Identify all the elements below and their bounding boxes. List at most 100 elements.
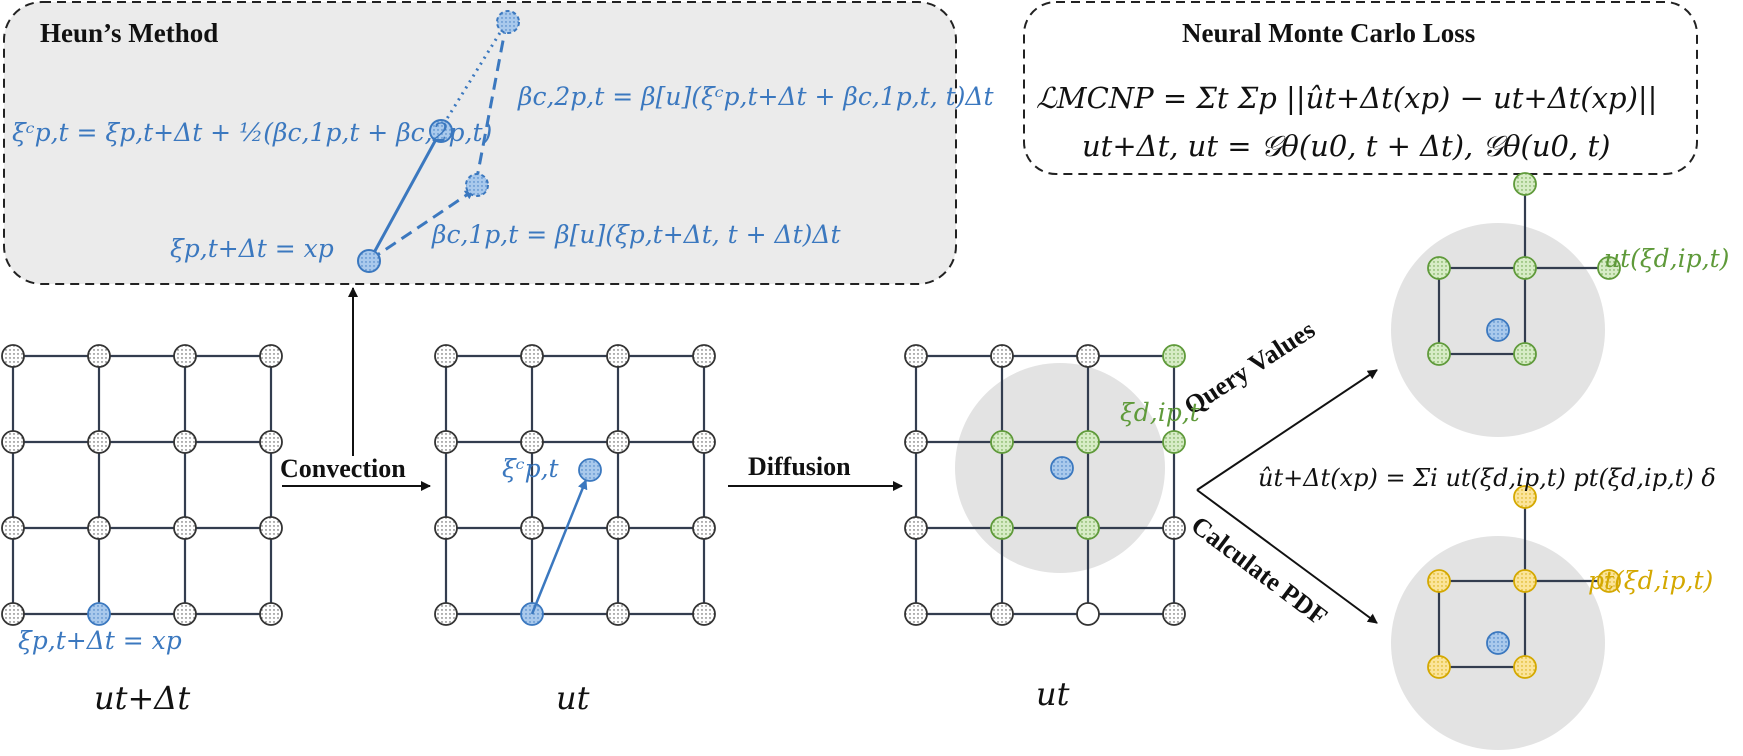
grid-node	[904, 344, 928, 368]
grid-node	[606, 430, 630, 454]
diffusion-label: Diffusion	[748, 452, 851, 481]
grid-node	[692, 430, 716, 454]
grid-node	[904, 430, 928, 454]
heun-panel	[3, 1, 957, 285]
grid-node	[520, 344, 544, 368]
grid1-point-label: ξp,t+Δt = xp	[18, 626, 182, 655]
center-point	[1486, 318, 1510, 342]
loss-panel	[1023, 1, 1698, 175]
pdf-stencil	[1427, 485, 1621, 679]
grid3-point-label: ξd,ip,t	[1120, 398, 1200, 427]
grid-node	[259, 602, 283, 626]
grid-2	[434, 344, 716, 626]
grid-node	[1076, 602, 1100, 626]
grid-node	[692, 602, 716, 626]
pdf-arrow	[1196, 489, 1378, 624]
grid-1	[1, 344, 283, 626]
grid-node	[87, 430, 111, 454]
query-arrow	[1196, 369, 1378, 491]
grid-node	[1076, 430, 1100, 454]
point-beta1	[465, 173, 489, 197]
grid1-field-label: ut+Δt	[94, 679, 191, 717]
heun-eq-xi-start: ξp,t+Δt = xp	[170, 234, 334, 263]
grid-node	[1162, 602, 1186, 626]
grid-3	[904, 344, 1186, 626]
stencil-node	[1513, 256, 1537, 280]
grid-node	[173, 602, 197, 626]
grid-node	[606, 602, 630, 626]
xi-c-point	[578, 458, 602, 482]
heun-eq-beta2: βc,2p,t = β[u](ξᶜp,t+Δt + βc,1p,t, t)Δt	[518, 82, 994, 111]
grid3-field-label: ut	[1036, 675, 1070, 713]
grid-node	[173, 344, 197, 368]
grid-node	[1, 430, 25, 454]
grid-node	[1162, 344, 1186, 368]
grid-node	[87, 516, 111, 540]
point-xi-c	[429, 119, 453, 143]
stencil-square	[1437, 579, 1527, 669]
sum-equation: ût+Δt(xp) = Σi ut(ξd,ip,t) pt(ξd,ip,t) δ	[1258, 464, 1716, 492]
convection-displacement	[530, 479, 588, 615]
loss-eq-2: ut+Δt, ut = 𝒢θ(u0, t + Δt), 𝒢θ(u0, t)	[1082, 129, 1611, 163]
stencil-node	[1513, 172, 1537, 196]
stencil-node	[1513, 485, 1537, 509]
grid-node	[434, 344, 458, 368]
grid-node	[606, 516, 630, 540]
grid-node	[520, 516, 544, 540]
grid-node	[1, 602, 25, 626]
center-point	[1486, 631, 1510, 655]
grid-node	[990, 602, 1014, 626]
grid2-point-label: ξᶜp,t	[502, 454, 559, 483]
convection-label: Convection	[280, 454, 406, 483]
grid-node	[434, 430, 458, 454]
grid-node	[259, 344, 283, 368]
grid-node	[1076, 516, 1100, 540]
grid-node	[173, 516, 197, 540]
grid-node	[87, 602, 111, 626]
grid-node	[692, 516, 716, 540]
grid-node	[520, 430, 544, 454]
stencil-node	[1427, 569, 1451, 593]
heun-eq-beta1: βc,1p,t = β[u](ξp,t+Δt, t + Δt)Δt	[432, 220, 841, 249]
grid-node	[1076, 344, 1100, 368]
grid-node	[692, 344, 716, 368]
pdf-output-label: pt(ξd,ip,t)	[1588, 566, 1714, 595]
stencil-node	[1597, 569, 1621, 593]
heun-eq-xi-c: ξᶜp,t = ξp,t+Δt + ½(βc,1p,t + βc,2p,t)	[12, 118, 493, 147]
stencil-node	[1597, 256, 1621, 280]
grid-node	[606, 344, 630, 368]
xi-c-point	[1050, 456, 1074, 480]
grid-node	[259, 516, 283, 540]
stencil-node	[1427, 256, 1451, 280]
stencil-node	[1427, 655, 1451, 679]
grid-node	[1, 516, 25, 540]
query-stencil	[1427, 172, 1621, 366]
grid-node	[434, 516, 458, 540]
grid2-field-label: ut	[556, 679, 590, 717]
loss-eq-1: ℒMCNP = Σt Σp ||ût+Δt(xp) − ut+Δt(xp)||	[1036, 81, 1658, 115]
heun-construction	[357, 10, 520, 273]
grid-node	[1162, 516, 1186, 540]
loss-title: Neural Monte Carlo Loss	[1182, 18, 1476, 48]
grid-node	[259, 430, 283, 454]
grid-node	[904, 516, 928, 540]
point-xp	[357, 249, 381, 273]
grid-node	[1, 344, 25, 368]
stencil-square	[1437, 266, 1527, 356]
grid-node	[904, 602, 928, 626]
grid-node	[434, 602, 458, 626]
grid-node	[1162, 430, 1186, 454]
stencil-node	[1513, 655, 1537, 679]
point-beta2	[496, 10, 520, 34]
stencil-node	[1513, 569, 1537, 593]
stencil-node	[1513, 342, 1537, 366]
grid-node	[173, 430, 197, 454]
grid-node	[87, 344, 111, 368]
stencil-node	[1427, 342, 1451, 366]
heun-title: Heun’s Method	[40, 18, 219, 48]
grid-node	[990, 344, 1014, 368]
query-output-label: ut(ξd,ip,t)	[1604, 244, 1730, 273]
grid-node	[990, 430, 1014, 454]
grid-node	[990, 516, 1014, 540]
